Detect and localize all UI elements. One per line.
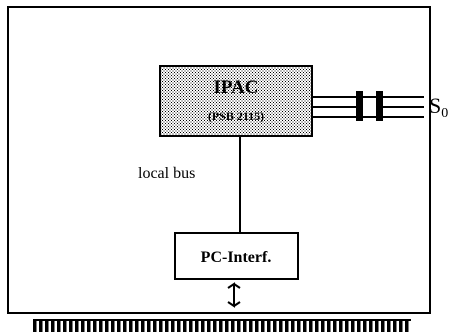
edge-connector-pin (99, 319, 103, 332)
edge-connector-pin (39, 319, 43, 332)
edge-connector-pin (63, 319, 67, 332)
edge-connector-pin (87, 319, 91, 332)
ipac-chip-part-number: (PSB 2115) (208, 109, 264, 123)
edge-connector-pin (363, 319, 367, 332)
edge-connector-pin (345, 319, 349, 332)
edge-connector-pin (297, 319, 301, 332)
local-bus-label: local bus (138, 165, 195, 182)
edge-connector-pin (399, 319, 403, 332)
edge-connector-pin (333, 319, 337, 332)
edge-connector-pin (207, 319, 211, 332)
edge-connector-pin (357, 319, 361, 332)
card-outline (7, 6, 431, 314)
pc-interface-box (174, 232, 299, 280)
edge-connector-pin (213, 319, 217, 332)
edge-connector-pin (267, 319, 271, 332)
edge-connector-pin (201, 319, 205, 332)
edge-connector-pin (183, 319, 187, 332)
edge-connector-pin (231, 319, 235, 332)
edge-connector-pin (255, 319, 259, 332)
edge-connector-pin (309, 319, 313, 332)
edge-connector-pin (51, 319, 55, 332)
edge-connector-pin (303, 319, 307, 332)
edge-connector-pin (165, 319, 169, 332)
edge-connector-pin (189, 319, 193, 332)
edge-connector-pin (159, 319, 163, 332)
edge-connector-pin (237, 319, 241, 332)
edge-connector-pin (339, 319, 343, 332)
edge-connector-pin (321, 319, 325, 332)
edge-connector-pin (225, 319, 229, 332)
pc-interface-label: PC-Interf. (201, 249, 272, 266)
edge-connector-pin (111, 319, 115, 332)
edge-connector-pin (123, 319, 127, 332)
edge-connector-pin (243, 319, 247, 332)
edge-connector-pin (249, 319, 253, 332)
edge-connector-pin (135, 319, 139, 332)
edge-connector-pin (327, 319, 331, 332)
edge-connector-pin (285, 319, 289, 332)
edge-connector (33, 319, 411, 332)
edge-connector-pin (291, 319, 295, 332)
edge-connector-pin (81, 319, 85, 332)
edge-connector-pin (369, 319, 373, 332)
s0-label: S0 (429, 93, 448, 121)
edge-connector-pin (387, 319, 391, 332)
ipac-chip-name: IPAC (213, 77, 258, 98)
edge-connector-pin (315, 319, 319, 332)
edge-connector-pin (279, 319, 283, 332)
edge-connector-pin (351, 319, 355, 332)
edge-connector-pin (33, 319, 37, 332)
edge-connector-pin (69, 319, 73, 332)
edge-connector-pin (93, 319, 97, 332)
edge-connector-pin (171, 319, 175, 332)
edge-connector-pin (153, 319, 157, 332)
bidirectional-arrow-icon (227, 282, 241, 308)
edge-connector-pin (141, 319, 145, 332)
edge-connector-pin (129, 319, 133, 332)
edge-connector-pin (75, 319, 79, 332)
edge-connector-pin (375, 319, 379, 332)
s0-connector (356, 91, 424, 121)
ipac-chip-box (159, 65, 313, 137)
edge-connector-pin (405, 319, 409, 332)
edge-connector-pin (45, 319, 49, 332)
edge-connector-pin (195, 319, 199, 332)
edge-connector-pin (177, 319, 181, 332)
edge-connector-pin (105, 319, 109, 332)
edge-connector-pin (117, 319, 121, 332)
edge-connector-pin (219, 319, 223, 332)
edge-connector-pin (381, 319, 385, 332)
edge-connector-pin (273, 319, 277, 332)
edge-connector-pin (261, 319, 265, 332)
edge-connector-pin (393, 319, 397, 332)
edge-connector-pin (57, 319, 61, 332)
edge-connector-pin (147, 319, 151, 332)
